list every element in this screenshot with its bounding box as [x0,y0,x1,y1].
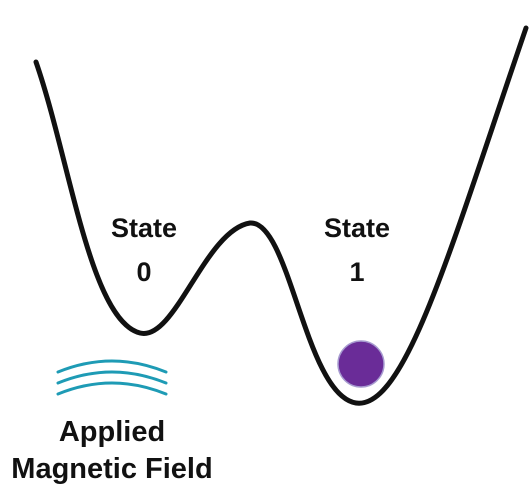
state-1-number: 1 [349,257,364,287]
field-label-line1: Applied [59,416,165,448]
particle-ball [337,340,385,388]
state-1-title: State [324,213,390,243]
state-0-number: 0 [136,257,151,287]
potential-energy-curve [33,25,529,406]
magnetic-field-lines-icon [56,359,168,396]
field-label-line2: Magnetic Field [11,453,212,485]
state-0-title: State [111,213,177,243]
